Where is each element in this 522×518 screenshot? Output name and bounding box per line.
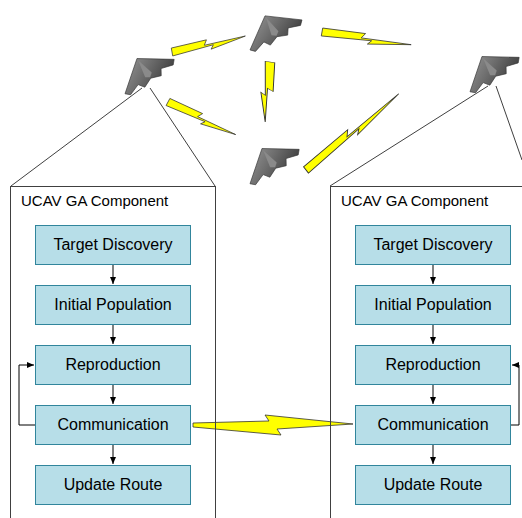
process-box: Target Discovery xyxy=(35,225,191,265)
process-box: Communication xyxy=(355,405,511,445)
box-label: Update Route xyxy=(64,476,163,494)
radio-link xyxy=(193,415,353,435)
radio-link xyxy=(171,33,247,56)
box-label: Communication xyxy=(377,416,488,434)
ucav-drone xyxy=(239,1,305,55)
process-box: Initial Population xyxy=(35,285,191,325)
box-label: Target Discovery xyxy=(53,236,172,254)
leader-line xyxy=(11,88,142,186)
process-box: Initial Population xyxy=(355,285,511,325)
ucav-drone xyxy=(237,131,302,188)
panel-heading: UCAV GA Component xyxy=(341,192,488,209)
box-label: Target Discovery xyxy=(373,236,492,254)
flow-arrow xyxy=(433,265,434,284)
box-label: Initial Population xyxy=(54,296,171,314)
leader-line xyxy=(496,86,522,160)
component-panel: UCAV GA ComponentTarget DiscoveryInitial… xyxy=(10,186,216,518)
feedback-arrow xyxy=(19,365,35,425)
ucav-drone xyxy=(112,41,177,98)
flow-arrow xyxy=(113,385,114,404)
box-label: Initial Population xyxy=(374,296,491,314)
panel-heading: UCAV GA Component xyxy=(21,192,168,209)
flow-arrow xyxy=(433,445,434,464)
process-box: Update Route xyxy=(355,465,511,505)
component-panel: UCAV GA ComponentTarget DiscoveryInitial… xyxy=(330,186,522,518)
flow-arrow xyxy=(113,445,114,464)
radio-link xyxy=(321,26,411,51)
radio-link xyxy=(302,91,403,173)
feedback-arrow xyxy=(511,365,519,425)
flow-arrow xyxy=(433,385,434,404)
box-label: Communication xyxy=(57,416,168,434)
flow-arrow xyxy=(433,325,434,344)
process-box: Update Route xyxy=(35,465,191,505)
radio-link xyxy=(166,97,237,141)
flow-arrow xyxy=(113,265,114,284)
radio-link xyxy=(257,61,277,122)
process-box: Reproduction xyxy=(355,345,511,385)
flow-arrow xyxy=(113,325,114,344)
ucav-drone xyxy=(457,39,522,96)
process-box: Communication xyxy=(35,405,191,445)
box-label: Update Route xyxy=(384,476,483,494)
process-box: Target Discovery xyxy=(355,225,511,265)
process-box: Reproduction xyxy=(35,345,191,385)
box-label: Reproduction xyxy=(65,356,160,374)
box-label: Reproduction xyxy=(385,356,480,374)
leader-line xyxy=(150,88,215,186)
leader-line xyxy=(330,86,488,186)
